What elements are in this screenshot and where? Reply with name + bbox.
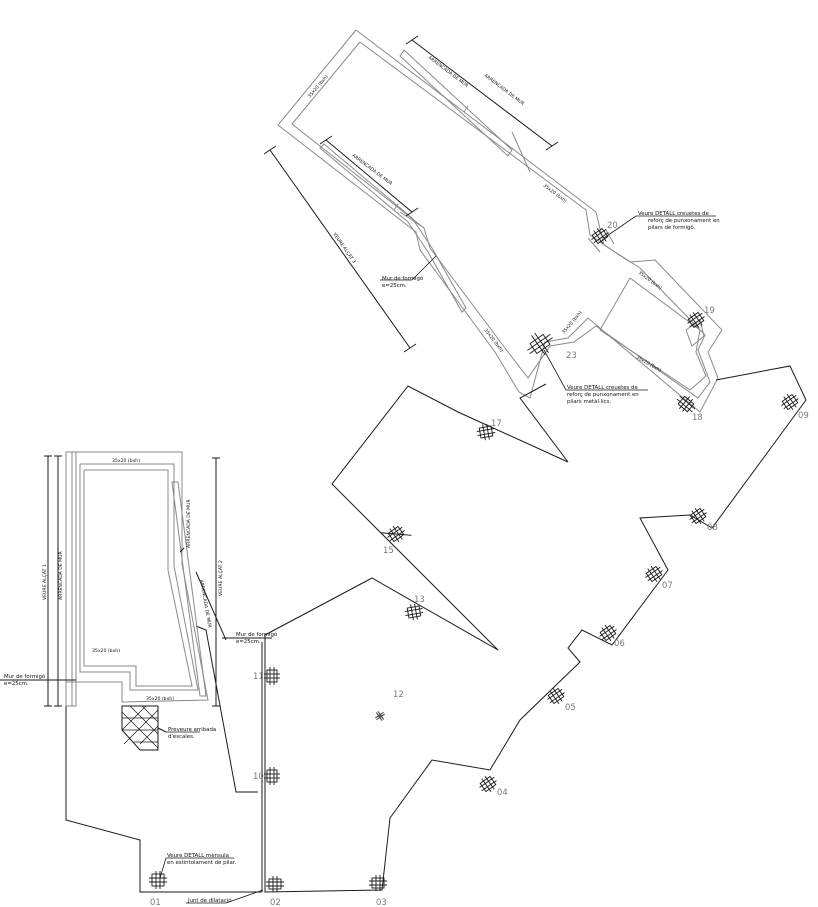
wall-start-labels: ARRENCADA DE MUR ARRENCADA DE MUR ARRENC… (58, 55, 526, 629)
pillar-01-symbol (149, 871, 167, 889)
beam-label-left-bottom: 35x20 (bxh) (146, 696, 174, 702)
note-punching-metal-line2: reforç de punxonament en (567, 392, 639, 398)
dimension-line-upper (411, 39, 553, 147)
pillar-label-08: 08 (707, 523, 718, 533)
slab-outline-main (264, 383, 569, 651)
elevation-ref-left-2: VEURE ALÇAT 2 (218, 560, 224, 596)
pillar-label-02: 02 (270, 898, 281, 907)
pillar-17-symbol (476, 423, 496, 441)
pillar-09-symbol (781, 393, 799, 411)
note-wall-upper-line2: e=25cm. (382, 283, 407, 289)
pillar-08-symbol (689, 507, 707, 525)
pillar-label-01: 01 (150, 898, 161, 907)
pillar-06-symbol (599, 624, 617, 642)
pillar-label-20: 20 (607, 221, 618, 231)
note-corbel-line2: en estintolament de pilar. (167, 860, 237, 866)
wall-start-strip-left (65, 451, 77, 707)
pillar-label-07: 07 (662, 581, 673, 591)
left-structure-outer (65, 451, 209, 703)
note-corbel-line1: Veure DETALL mènsula (167, 852, 229, 859)
beam-label-upper-6: 35x20 (bxh) (635, 355, 662, 374)
note-wall-mid-line1: Mur de formigó (236, 631, 277, 638)
beam-label-upper-4: 35x20 (bxh) (637, 270, 663, 292)
pillar-label-04: 04 (497, 788, 508, 798)
left-structure (0, 451, 272, 751)
wall-start-label-upper-a: ARRENCADA DE MUR (427, 55, 470, 90)
pillar-02-symbol (266, 876, 284, 892)
pillar-07-symbol (645, 565, 663, 583)
pillar-03-symbol (369, 875, 387, 891)
pillar-label-17: 17 (491, 419, 502, 429)
pillar-label-10: 10 (253, 772, 264, 782)
wall-start-label-left-b: ARRENCADA DE MUR (186, 499, 192, 549)
upper-structure (263, 29, 723, 413)
note-punching-concrete-line1: Veure DETALL creuetes de (638, 211, 709, 217)
beam-label-left-mid: 35x20 (bxh) (92, 648, 120, 654)
left-structure-inner (79, 463, 199, 691)
lower-slab (65, 365, 807, 893)
wall-start-strip-upper (399, 49, 513, 157)
slab-outline-east (264, 365, 807, 893)
note-wall-left-line1: Mur de formigó (4, 673, 45, 680)
annotation-notes: Veure DETALL creuetes de reforç de punxo… (4, 211, 720, 904)
elevation-refs: VEURE ALÇAT 3 VEURE ALÇAT 1 VEURE ALÇAT … (42, 232, 357, 600)
wall-start-strip-left-inner (171, 481, 207, 697)
pillar-label-05: 05 (565, 703, 576, 713)
pillar-12-symbol (375, 711, 385, 721)
pillar-label-13: 13 (414, 595, 425, 605)
beam-label-upper-1: 35x20 (bxh) (307, 74, 330, 99)
pillar-label-12: 12 (393, 690, 404, 700)
pillar-label-19: 19 (704, 306, 715, 316)
note-stairs-line1: Preveure arribada (168, 727, 216, 733)
pillar-label-23: 23 (566, 351, 577, 361)
note-punching-concrete-line2: reforç de punxonament en (648, 218, 720, 224)
dimension-line-mid (325, 139, 413, 213)
slab-outline-west (195, 625, 258, 793)
pillar-13-symbol (404, 603, 424, 621)
beam-label-upper-5: 35x20 (bxh) (561, 310, 584, 335)
wall-start-label-left-a: ARRENCADA DE MUR (58, 551, 64, 601)
pillar-19-symbol (687, 311, 705, 329)
pillar-15-symbol (380, 525, 412, 543)
pillar-label-11: 11 (253, 672, 264, 682)
pillar-20-symbol (591, 227, 609, 245)
wall-start-label-upper-c: ARRENCADA DE MUR (351, 153, 394, 188)
pillar-04-symbol (479, 775, 497, 793)
note-wall-mid-line2: e=25cm. (236, 639, 261, 645)
note-wall-upper-line1: Mur de formigó (382, 275, 423, 282)
note-punching-metal-line3: pilars metàl·lics. (567, 398, 611, 405)
elevation-ref-upper: VEURE ALÇAT 3 (331, 232, 357, 265)
note-wall-left-line2: e=25cm. (4, 681, 29, 687)
wall-start-label-upper-b: ARRENCADA DE MUR (483, 73, 526, 108)
pillar-numbers: 01 02 03 04 05 06 07 08 09 10 11 12 13 1… (150, 221, 809, 907)
pillar-label-03: 03 (376, 898, 387, 907)
elevation-ref-line-upper (269, 149, 411, 349)
note-expansion-joint: Junt de dilatació (187, 897, 232, 904)
note-punching-concrete-line3: pilars de formigó. (648, 224, 696, 231)
stairs-hatch (121, 705, 167, 751)
wall-start-strip-mid (319, 143, 467, 313)
pillar-label-09: 09 (798, 411, 809, 421)
note-punching-metal-line1: Veure DETALL creuetes de (567, 385, 638, 391)
note-stairs-line2: d'escales. (168, 734, 195, 740)
slab-outline-southwest (65, 704, 262, 893)
pillar-23-symbol (527, 332, 553, 356)
pillar-10-symbol (264, 767, 280, 785)
pillar-18-symbol (676, 395, 696, 413)
pillar-label-18: 18 (692, 413, 703, 423)
beam-label-left-top: 35x20 (bxh) (112, 458, 140, 464)
upper-structure-inner-court (599, 277, 707, 391)
pillar-11-symbol (264, 667, 280, 685)
pillar-symbols (149, 227, 799, 892)
pillar-label-15: 15 (383, 546, 394, 556)
upper-structure-inner-outline (291, 41, 711, 399)
elevation-ref-left-1: VEURE ALÇAT 1 (42, 564, 48, 600)
pillar-label-06: 06 (614, 639, 625, 649)
pillar-05-symbol (547, 687, 565, 705)
